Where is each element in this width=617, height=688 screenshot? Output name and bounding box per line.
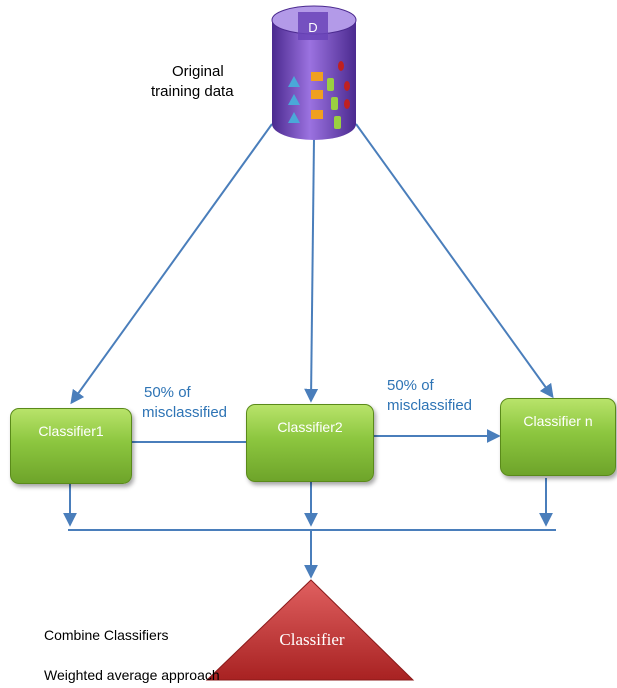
edge-label-1-line1: 50% of	[144, 384, 191, 401]
classifier-1-label: Classifier1	[38, 423, 104, 439]
data-source-label-line2: training data	[151, 83, 234, 101]
combine-note: Combine Classifiers	[44, 627, 169, 643]
classifier-n-node[interactable]: Classifier n	[500, 398, 616, 476]
classifier-2-label: Classifier2	[277, 419, 343, 435]
data-source-label-line1: Original	[172, 63, 224, 80]
edge-label-1: 50% of misclassified	[142, 383, 228, 422]
arrow-data-to-classifiern	[355, 123, 554, 399]
database-icon	[271, 5, 357, 140]
combiner-label: Classifier	[279, 630, 345, 649]
edge-label-2: 50% of misclassified	[387, 376, 472, 415]
classifier-2-node[interactable]: Classifier2	[246, 404, 374, 482]
classifier-n-label: Classifier n	[523, 413, 593, 429]
edge-label-1-line2: misclassified	[142, 403, 228, 421]
combiner-triangle	[205, 579, 415, 681]
arrow-data-to-classifier1	[70, 123, 273, 405]
database-badge: D	[308, 20, 318, 35]
approach-note: Weighted average approach	[44, 667, 220, 683]
classifier-1-node[interactable]: Classifier1	[10, 408, 132, 484]
edge-label-2-line2: misclassified	[387, 396, 473, 414]
data-source-label: Original training data	[151, 62, 234, 103]
edge-label-2-line1: 50% of	[387, 377, 434, 394]
arrow-data-to-classifier2	[304, 137, 319, 403]
